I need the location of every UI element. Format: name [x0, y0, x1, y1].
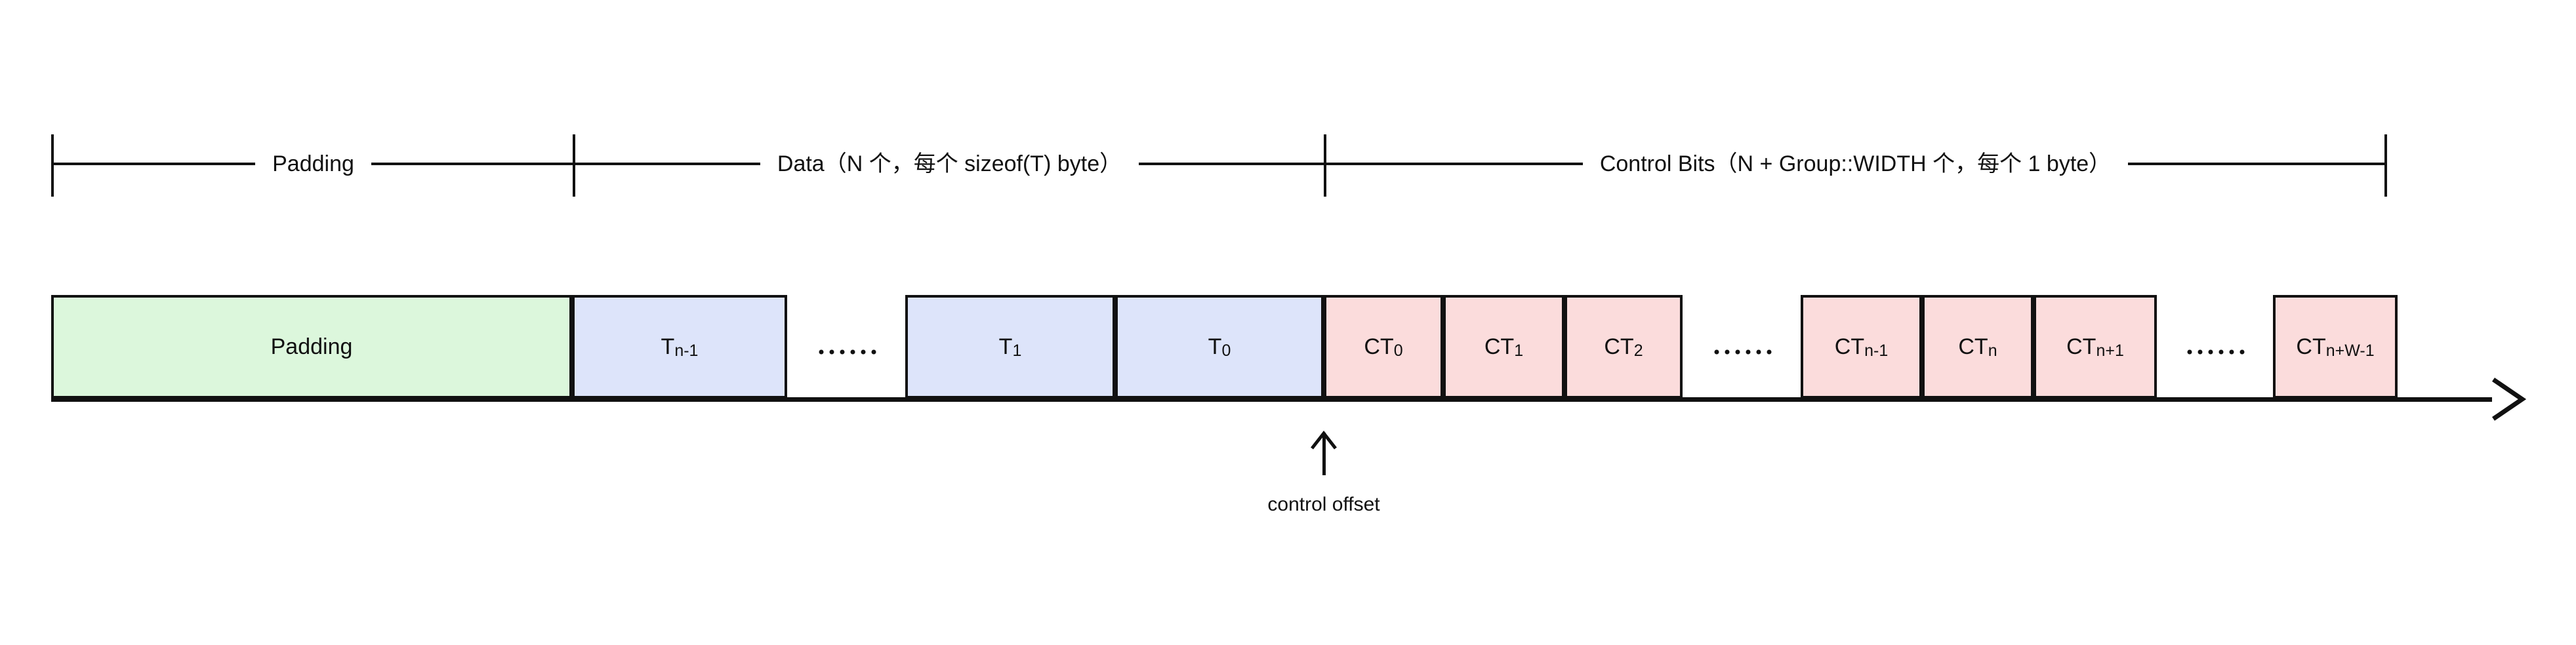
axis-line [51, 397, 2492, 402]
bracket-rule-control-bits-left [1325, 163, 1583, 165]
bracket-label-data: Data（N 个，每个 sizeof(T) byte） [777, 151, 1122, 176]
memory-cell-label-padding: Padding [270, 334, 353, 359]
bracket-rule-data-right [1139, 163, 1325, 165]
ellipsis-control-gap-2 [2187, 349, 2245, 355]
memory-cell-subscript-ct-n-1: n-1 [1864, 341, 1889, 360]
bracket-rule-control-bits-right [2128, 163, 2386, 165]
bracket-label-control-bits: Control Bits（N + Group::WIDTH 个，每个 1 byt… [1599, 151, 2112, 176]
memory-cell-subscript-t-1: 1 [1012, 341, 1022, 360]
ellipsis-data-gap [819, 349, 876, 355]
memory-cell-label-ct-1: CT [1484, 334, 1515, 359]
memory-cell-label-ct-0: CT [1364, 334, 1394, 359]
memory-cell-subscript-ct-2: 2 [1633, 341, 1643, 360]
bracket-rule-padding-right [371, 163, 574, 165]
control-offset-arrow-shaft [1322, 433, 1326, 475]
bracket-label-padding: Padding [272, 151, 354, 176]
bracket-rule-data-left [574, 163, 760, 165]
memory-cell-subscript-t-0: 0 [1221, 341, 1231, 360]
memory-cell-label-ct-n-plus-w-1: CT [2296, 334, 2326, 359]
memory-cell-label-t-0: T [1208, 334, 1222, 359]
control-offset-arrow-up-icon [1311, 431, 1337, 450]
ellipsis-control-gap-1 [1714, 349, 1772, 355]
memory-cell-label-ct-n-1: CT [1834, 334, 1865, 359]
memory-cell-subscript-ct-1: 1 [1514, 341, 1524, 360]
bracket-tick-1 [573, 134, 575, 197]
memory-cell-subscript-ct-n: n [1988, 341, 1997, 360]
memory-cell-label-t-n-1: T [661, 334, 675, 359]
memory-cell-label-ct-n-plus-1: CT [2066, 334, 2096, 359]
bracket-tick-3 [2384, 134, 2387, 197]
bracket-tick-2 [1324, 134, 1326, 197]
memory-cell-label-t-1: T [998, 334, 1013, 359]
memory-cell-subscript-ct-0: 0 [1393, 341, 1403, 360]
memory-cell-subscript-ct-n-plus-w-1: n+W-1 [2325, 341, 2375, 360]
axis-arrow-icon [2492, 378, 2526, 421]
memory-cell-label-ct-n: CT [1958, 334, 1988, 359]
memory-cell-padding[interactable]: Padding [51, 295, 572, 399]
memory-cell-subscript-t-n-1: n-1 [674, 341, 699, 360]
bracket-rule-padding-left [52, 163, 256, 165]
bracket-tick-0 [51, 134, 54, 197]
memory-cell-subscript-ct-n-plus-1: n+1 [2096, 341, 2124, 360]
memory-cell-label-ct-2: CT [1604, 334, 1634, 359]
control-offset-label: control offset [1267, 494, 1380, 515]
